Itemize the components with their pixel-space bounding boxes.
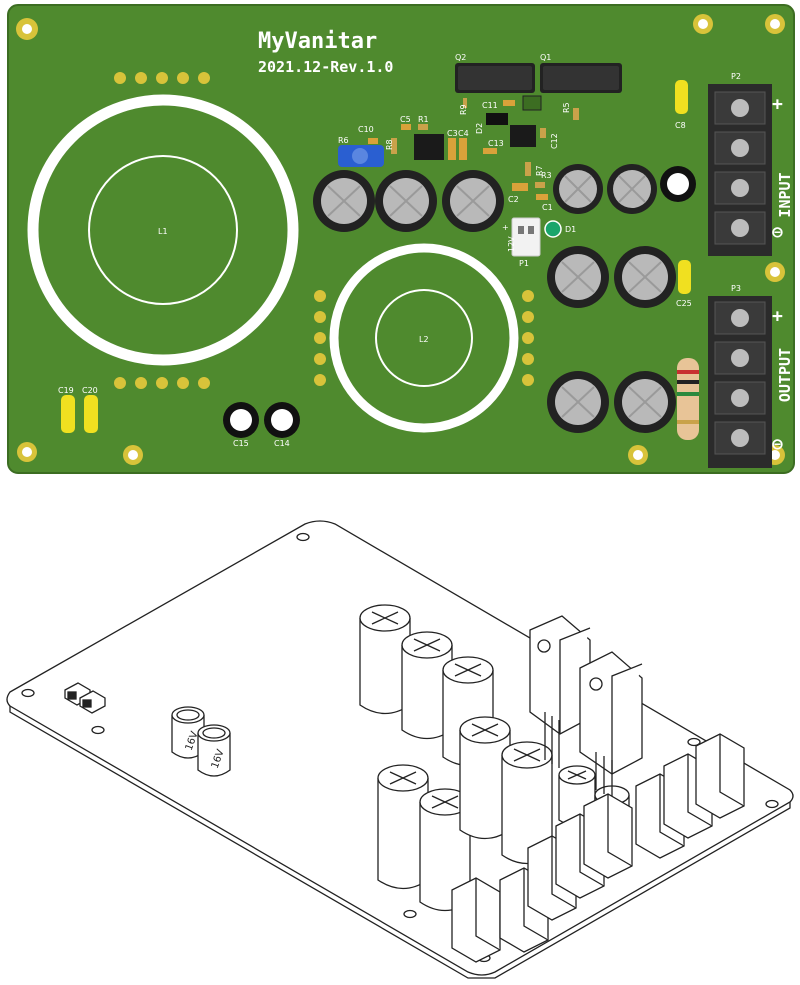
label-c1: C1 (542, 203, 553, 212)
label-c25: C25 (676, 299, 692, 308)
label-c15: C15 (233, 439, 249, 448)
inductor-l2: L2 (329, 243, 519, 433)
label-q1: Q1 (540, 53, 551, 62)
label-output-plus: + (772, 306, 783, 327)
label-r6: R6 (338, 136, 349, 145)
label-l2: L2 (419, 335, 429, 344)
cap-c20: C20 (82, 386, 98, 433)
l1-pads-top (114, 72, 210, 84)
electrolytic-caps (313, 164, 696, 433)
label-c4: C4 (458, 129, 469, 138)
pcb-isometric-view: 16V 16V (6, 520, 794, 979)
label-c8: C8 (675, 121, 686, 130)
inductor-l1: L1 (27, 94, 299, 366)
label-p2: P2 (731, 72, 741, 81)
label-c11: C11 (482, 101, 498, 110)
label-c2: C2 (508, 195, 519, 204)
label-r9: R9 (459, 104, 468, 115)
mosfet-q2: Q2 (455, 53, 535, 93)
mosfet-q1: Q1 (540, 53, 622, 93)
iso-board-outline (6, 520, 794, 976)
label-r1: R1 (418, 115, 429, 124)
terminal-block-p3: P3 + OUTPUT ⊖ (708, 284, 794, 468)
cap-c15: C15 (223, 402, 259, 448)
label-c10: C10 (358, 125, 374, 134)
label-input: INPUT (776, 172, 794, 217)
label-p1-plus: + (502, 223, 509, 232)
board-title: MyVanitar (258, 29, 377, 54)
label-input-minus: ⊖ (772, 222, 783, 243)
label-r3: R3 (541, 171, 552, 180)
label-l1: L1 (158, 227, 168, 236)
pcb-board (7, 4, 795, 474)
iso-terminal-blocks (451, 733, 745, 963)
label-p1: P1 (519, 259, 529, 268)
cap-c25: C25 (676, 260, 692, 308)
label-output: OUTPUT (776, 348, 794, 402)
label-c5: C5 (400, 115, 411, 124)
pcb-top-view: MyVanitar 2021.12-Rev.1.0 L1 L2 Q2 Q1 R9 (7, 4, 795, 474)
label-c12: C12 (550, 133, 559, 149)
label-r8: R8 (385, 139, 394, 150)
connector-p1: 12V + P1 (502, 217, 541, 268)
iso-mosfets (529, 615, 643, 798)
label-output-minus: ⊖ (772, 434, 783, 455)
label-p3: P3 (731, 284, 741, 293)
label-d2: D2 (475, 123, 484, 134)
smd-cluster: R9 C11 R5 D2 C12 C13 C5 R1 C3 C4 R8 C10 … (338, 95, 579, 212)
terminal-block-p2: P2 + INPUT ⊖ (708, 72, 794, 256)
label-d1: D1 (565, 225, 576, 234)
l1-pads-bottom (114, 377, 210, 389)
led-d1: D1 (544, 220, 576, 238)
iso-small-caps (171, 706, 231, 777)
label-r7: R7 (535, 165, 544, 176)
cap-c19: C19 (58, 386, 75, 433)
label-input-plus: + (772, 94, 783, 115)
label-c3: C3 (447, 129, 458, 138)
cap-c8: C8 (675, 80, 688, 130)
label-c14: C14 (274, 439, 290, 448)
board-revision: 2021.12-Rev.1.0 (258, 58, 393, 76)
iso-large-caps (359, 604, 630, 912)
cap-c14: C14 (264, 402, 300, 448)
label-r5: R5 (562, 102, 571, 113)
power-resistor (677, 358, 699, 440)
label-p1-voltage: 12V (507, 236, 516, 252)
label-c20: C20 (82, 386, 98, 395)
l2-pads-right (522, 290, 534, 386)
label-q2: Q2 (455, 53, 466, 62)
l2-pads-left (314, 290, 326, 386)
label-c13: C13 (488, 139, 504, 148)
label-c19: C19 (58, 386, 74, 395)
iso-smd-caps (64, 682, 106, 714)
